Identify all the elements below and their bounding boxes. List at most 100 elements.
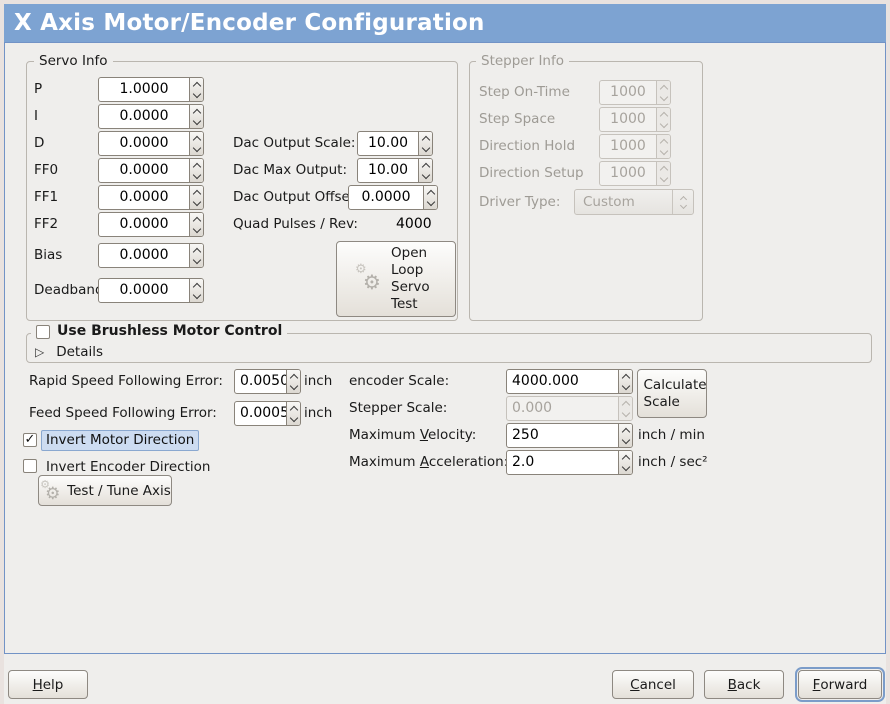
servo-spinbox-bias[interactable]: 0.0000: [98, 243, 204, 268]
gears-icon: ⚙ ⚙: [39, 478, 65, 504]
spin-buttons[interactable]: [286, 402, 300, 425]
encoder-scale-spinbox[interactable]: 4000.000: [506, 369, 633, 394]
spin-buttons[interactable]: [286, 370, 300, 393]
spin-down-icon[interactable]: [421, 170, 430, 179]
step-on-time-value: 1000: [610, 84, 646, 100]
maximum-acceleration-spinbox[interactable]: 2.0: [506, 450, 633, 475]
spin-buttons[interactable]: [423, 186, 437, 209]
spin-down-icon[interactable]: [426, 197, 435, 206]
invert-motor-checkbox[interactable]: ✓: [23, 432, 37, 447]
servo-spinbox-i[interactable]: 0.0000: [98, 104, 204, 129]
spin-buttons[interactable]: [418, 132, 432, 155]
expander-triangle-icon[interactable]: ▷: [35, 345, 45, 359]
maximum-velocity-spinbox[interactable]: 250: [506, 423, 633, 448]
maximum-acceleration-label: Maximum Acceleration:: [349, 454, 509, 470]
servo-spinbox-p[interactable]: 1.0000: [98, 77, 204, 102]
rapid-following-error-value[interactable]: 0.0050: [240, 373, 286, 389]
spin-down-icon[interactable]: [192, 116, 201, 125]
servo-spinbox-ff0[interactable]: 0.0000: [98, 158, 204, 183]
test-tune-axis-button[interactable]: ⚙ ⚙ Test / Tune Axis: [38, 475, 172, 506]
spin-down-icon[interactable]: [192, 255, 201, 264]
spin-down-icon[interactable]: [192, 197, 201, 206]
spin-down-icon[interactable]: [621, 435, 630, 444]
stepper-scale-label: Stepper Scale:: [349, 400, 448, 416]
servo-value-ff0[interactable]: 0.0000: [119, 162, 169, 178]
dac-output-scale-value[interactable]: 10.00: [367, 135, 409, 151]
servo-spinbox-ff2[interactable]: 0.0000: [98, 212, 204, 237]
invert-motor-label[interactable]: Invert Motor Direction: [41, 430, 200, 451]
servo-value-ff1[interactable]: 0.0000: [119, 189, 169, 205]
dac-max-output-spinbox[interactable]: 10.00: [357, 158, 433, 183]
use-brushless-checkbox[interactable]: [36, 324, 50, 339]
servo-value-i[interactable]: 0.0000: [119, 108, 169, 124]
spin-buttons[interactable]: [618, 370, 632, 393]
dac-output-offset-label: Dac Output Offset:: [233, 189, 360, 205]
dac-output-offset-value[interactable]: 0.0000: [361, 189, 411, 205]
spin-buttons[interactable]: [189, 105, 203, 128]
gear-large-icon: ⚙: [363, 270, 381, 294]
feed-following-error-value[interactable]: 0.0005: [240, 405, 286, 421]
feed-following-error-spinbox[interactable]: 0.0005: [234, 401, 301, 426]
spin-buttons[interactable]: [189, 244, 203, 267]
spin-down-icon[interactable]: [192, 143, 201, 152]
spin-down-icon[interactable]: [192, 224, 201, 233]
servo-value-ff2[interactable]: 0.0000: [119, 216, 169, 232]
spin-down-icon[interactable]: [192, 89, 201, 98]
dac-max-output-value[interactable]: 10.00: [367, 162, 409, 178]
invert-encoder-label[interactable]: Invert Encoder Direction: [46, 459, 211, 475]
spin-buttons[interactable]: [189, 159, 203, 182]
servo-value-bias[interactable]: 0.0000: [119, 247, 169, 263]
spin-down-icon[interactable]: [289, 381, 298, 390]
maximum-acceleration-value[interactable]: 2.0: [512, 454, 535, 470]
maximum-velocity-unit: inch / min: [638, 427, 705, 443]
spin-down-icon[interactable]: [192, 290, 201, 299]
spin-down-icon[interactable]: [289, 413, 298, 422]
rapid-following-error-spinbox[interactable]: 0.0050: [234, 369, 301, 394]
gear-small-icon: ⚙: [40, 477, 51, 491]
servo-spinbox-deadband[interactable]: 0.0000: [98, 278, 204, 303]
driver-type-label: Driver Type:: [479, 194, 561, 210]
spin-down-icon: [659, 146, 668, 155]
details-expander[interactable]: ▷ Details: [35, 344, 103, 361]
spin-buttons[interactable]: [189, 132, 203, 155]
stepper-scale-spinbox: 0.000: [506, 396, 633, 421]
servo-label-ff2: FF2: [34, 216, 59, 232]
servo-value-deadband[interactable]: 0.0000: [119, 282, 169, 298]
spin-buttons[interactable]: [189, 213, 203, 236]
spin-down-icon[interactable]: [621, 462, 630, 471]
dac-output-scale-spinbox[interactable]: 10.00: [357, 131, 433, 156]
spin-down-icon[interactable]: [621, 381, 630, 390]
servo-value-p[interactable]: 1.0000: [119, 81, 169, 97]
servo-value-d[interactable]: 0.0000: [119, 135, 169, 151]
title-bar: X Axis Motor/Encoder Configuration: [4, 4, 886, 42]
spin-buttons[interactable]: [618, 424, 632, 447]
rapid-following-error-label: Rapid Speed Following Error:: [29, 373, 223, 389]
dac-output-offset-spinbox[interactable]: 0.0000: [348, 185, 438, 210]
servo-info-frame: [26, 61, 458, 321]
servo-spinbox-d[interactable]: 0.0000: [98, 131, 204, 156]
use-brushless-label: Use Brushless Motor Control: [57, 323, 283, 339]
encoder-scale-value[interactable]: 4000.000: [512, 373, 579, 389]
details-label: Details: [56, 344, 104, 360]
spin-down-icon[interactable]: [192, 170, 201, 179]
servo-spinbox-ff1[interactable]: 0.0000: [98, 185, 204, 210]
spin-buttons[interactable]: [189, 279, 203, 302]
gear-large-icon: ⚙: [45, 483, 61, 504]
spin-buttons: [618, 397, 632, 420]
spin-buttons[interactable]: [418, 159, 432, 182]
open-loop-servo-test-button[interactable]: ⚙ ⚙ Open Loop Servo Test: [336, 241, 456, 317]
spin-down-icon[interactable]: [421, 143, 430, 152]
spin-buttons[interactable]: [189, 78, 203, 101]
spin-buttons[interactable]: [618, 451, 632, 474]
servo-label-d: D: [34, 135, 45, 151]
calculate-scale-button[interactable]: Calculate Scale: [637, 369, 707, 418]
spin-buttons[interactable]: [189, 186, 203, 209]
maximum-velocity-value[interactable]: 250: [512, 427, 539, 443]
spin-buttons: [656, 162, 670, 185]
invert-encoder-checkbox[interactable]: [23, 459, 37, 473]
